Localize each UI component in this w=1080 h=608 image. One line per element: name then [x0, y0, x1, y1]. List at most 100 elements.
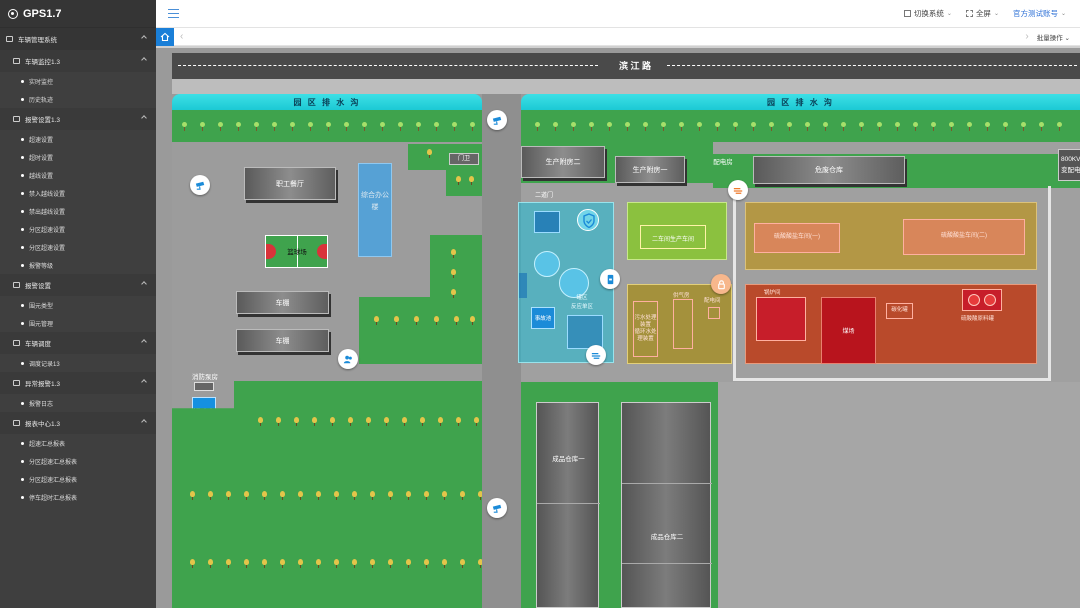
menu-item-label: 超速设置 — [29, 137, 54, 144]
menu-toggle-icon[interactable] — [168, 9, 179, 18]
tree-icon — [643, 122, 648, 131]
tank-circle-2 — [984, 294, 996, 306]
chevron-up-icon — [141, 115, 147, 121]
switch-system-button[interactable]: 切换系统 ⌄ — [903, 8, 952, 19]
zone-utilities[interactable]: 污水处理装置循环水处理装置 供气房 配电间 — [627, 284, 732, 364]
menu-item[interactable]: 超时设置 — [0, 148, 156, 166]
fence-east-c — [1048, 186, 1051, 381]
menu-item[interactable]: 分区超速汇总报表 — [0, 470, 156, 488]
tree-icon — [384, 417, 389, 426]
building-power[interactable]: 配电房 — [713, 159, 733, 166]
tree-icon — [182, 122, 187, 131]
building-warehouse2[interactable]: 成品仓库二 — [621, 402, 712, 608]
map-viewport[interactable]: 滨 江 路 园 区 排 水 沟 园 区 排 水 沟 职工餐厅 综合办公楼 篮球场… — [156, 46, 1080, 608]
tree-icon — [474, 417, 479, 426]
extinguisher-icon[interactable] — [600, 269, 620, 289]
account-menu[interactable]: 官方测试账号 ⌄ — [1013, 8, 1066, 19]
basketball-court[interactable]: 篮球场 — [265, 235, 328, 268]
court-key-right — [317, 244, 327, 259]
camera-icon[interactable] — [487, 498, 507, 518]
tree-icon — [470, 316, 475, 325]
wind-icon[interactable] — [728, 180, 748, 200]
menu-item-label: 调度记录13 — [29, 361, 60, 368]
menu-group[interactable]: 报警设置1.3 — [0, 108, 156, 130]
building-office[interactable]: 综合办公楼 — [358, 163, 392, 257]
menu-item-label: 超时设置 — [29, 155, 54, 162]
menu-group[interactable]: 报表中心1.3 — [0, 412, 156, 434]
menu-item[interactable]: 超速设置 — [0, 130, 156, 148]
building-workshop2: 二车间生产车间 — [640, 225, 706, 249]
chevron-up-icon — [141, 419, 147, 425]
zone-production[interactable]: 事故池 罐区反应单区 — [518, 202, 614, 363]
tree-icon — [434, 316, 439, 325]
warehouse2-divider-1 — [622, 483, 712, 484]
camera-icon[interactable] — [190, 175, 210, 195]
menu-item[interactable]: 围元类型 — [0, 296, 156, 314]
tree-icon — [218, 122, 223, 131]
tree-icon — [262, 559, 267, 568]
menu-item[interactable]: 围元管理 — [0, 314, 156, 332]
building-hazard[interactable]: 危废仓库 — [753, 156, 905, 184]
tabs-scroll-left-icon[interactable]: ‹ — [180, 31, 184, 42]
tree-icon — [877, 122, 882, 131]
gate2-label: 二道门 — [535, 193, 554, 199]
fullscreen-button[interactable]: 全屏 ⌄ — [965, 8, 999, 19]
building-substation[interactable]: 800KVA变配电 — [1058, 149, 1080, 181]
menu-item[interactable]: 分区超速设置 — [0, 220, 156, 238]
menu-item[interactable]: 调度记录13 — [0, 354, 156, 372]
chevron-up-icon — [141, 379, 147, 385]
building-shed2[interactable]: 车棚 — [236, 329, 329, 352]
tree-icon — [272, 122, 277, 131]
grid-icon — [903, 10, 911, 17]
menu-item[interactable]: 报警等级 — [0, 256, 156, 274]
pump-label: 消防泵房 — [192, 374, 218, 381]
menu-item[interactable]: 禁出越线设置 — [0, 202, 156, 220]
menu-group[interactable]: 车辆调度 — [0, 332, 156, 354]
tree-icon — [571, 122, 576, 131]
menu-item[interactable]: 超速汇总报表 — [0, 434, 156, 452]
menu-group[interactable]: 报警设置 — [0, 274, 156, 296]
menu-group[interactable]: 车辆管理系统 — [0, 28, 156, 50]
batch-operation-button[interactable]: 批量操作 ⌄ — [1036, 34, 1070, 42]
menu-item-label: 分区超速设置 — [29, 227, 66, 234]
menu-group-label: 车辆管理系统 — [18, 37, 57, 44]
road-verge — [172, 79, 1080, 94]
home-tab[interactable] — [156, 27, 174, 46]
person-icon[interactable] — [338, 349, 358, 369]
building-annex1[interactable]: 生产附房一 — [615, 156, 685, 183]
tree-icon — [454, 316, 459, 325]
tree-icon — [967, 122, 972, 131]
zone-boiler[interactable]: 锅炉间 煤场 碳化罐 硫酸酸原料罐 — [745, 284, 1037, 364]
building-canteen[interactable]: 职工餐厅 — [244, 167, 336, 200]
tree-icon — [460, 559, 465, 568]
prod-tank-a — [534, 251, 560, 277]
tree-icon — [841, 122, 846, 131]
menu-item[interactable]: 报警日志 — [0, 394, 156, 412]
menu-item[interactable]: 禁入越线设置 — [0, 184, 156, 202]
building-pump[interactable] — [194, 382, 214, 391]
lock-icon[interactable] — [711, 274, 731, 294]
building-shed1[interactable]: 车棚 — [236, 291, 329, 314]
menu-group[interactable]: 车辆监控1.3 — [0, 50, 156, 72]
menu-item[interactable]: 停车超时汇总报表 — [0, 488, 156, 506]
building-gate[interactable]: 门卫 — [449, 153, 479, 165]
tree-icon — [352, 559, 357, 568]
building-annex2[interactable]: 生产附房二 — [521, 146, 605, 178]
tree-icon — [434, 122, 439, 131]
tree-icon — [290, 122, 295, 131]
menu-item[interactable]: 历史轨迹 — [0, 90, 156, 108]
tree-icon — [388, 559, 393, 568]
tree-icon — [424, 559, 429, 568]
zone-acid[interactable]: 硫酸酸盐车间(一) 硫酸酸盐车间(二) — [745, 202, 1037, 270]
menu-item[interactable]: 分区超速汇总报表 — [0, 452, 156, 470]
menu-group[interactable]: 异常报警1.3 — [0, 372, 156, 394]
shield-icon[interactable] — [577, 209, 599, 231]
menu-item[interactable]: 分区超速设置 — [0, 238, 156, 256]
menu-item[interactable]: 实时监控 — [0, 72, 156, 90]
building-warehouse1[interactable]: 成品仓库一 — [536, 402, 600, 608]
wind-icon[interactable] — [586, 345, 606, 365]
tabs-scroll-right-icon[interactable]: › — [1025, 31, 1029, 42]
camera-icon[interactable] — [487, 110, 507, 130]
zone-workshop2[interactable]: 二车间生产车间 — [627, 202, 727, 260]
menu-item[interactable]: 越线设置 — [0, 166, 156, 184]
